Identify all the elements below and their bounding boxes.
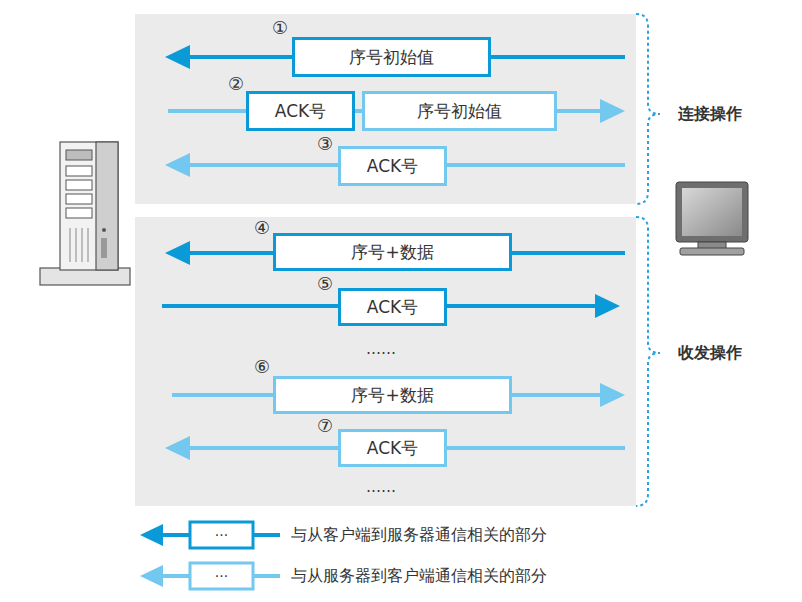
ellipsis: ……	[366, 478, 396, 496]
ack-box: ACK号	[246, 91, 355, 131]
data-box: 序号+数据	[273, 376, 512, 414]
box-text: 序号初始值	[349, 46, 434, 69]
ack-box: ACK号	[338, 429, 447, 467]
data-box: 序号+数据	[273, 233, 512, 271]
callout-number: ⑤	[317, 273, 333, 294]
callout-number: ⑦	[317, 415, 333, 436]
client-pc	[676, 182, 748, 255]
legend-text: 与从客户端到服务器通信相关的部分	[291, 525, 547, 546]
ack-box: ACK号	[338, 288, 447, 326]
transfer-panel	[135, 217, 636, 506]
sequence-box: 序号初始值	[362, 91, 557, 131]
group-label: 连接操作	[678, 104, 742, 125]
server-icon	[40, 142, 130, 285]
legend-dots: ···	[215, 527, 228, 543]
legend-dots: ···	[215, 568, 228, 584]
legend-text: 与从服务器到客户端通信相关的部分	[291, 566, 547, 587]
callout-number: ②	[228, 73, 244, 94]
box-text: 序号初始值	[417, 100, 502, 123]
box-text: 序号+数据	[351, 241, 433, 264]
brace	[636, 217, 660, 506]
sequence-box: 序号初始值	[292, 37, 491, 77]
legend-samples	[140, 522, 280, 589]
box-text: 序号+数据	[351, 384, 433, 407]
arrows	[162, 45, 625, 460]
callout-number: ⑥	[254, 356, 270, 377]
box-text: ACK号	[367, 155, 418, 178]
box-text: ACK号	[275, 100, 326, 123]
callout-number: ④	[254, 217, 270, 238]
box-text: ACK号	[367, 296, 418, 319]
connect-panel	[135, 14, 636, 204]
box-text: ACK号	[367, 437, 418, 460]
brace	[636, 14, 660, 204]
group-label: 收发操作	[678, 343, 742, 364]
callout-number: ①	[272, 17, 288, 38]
callout-number: ③	[317, 133, 333, 154]
ack-box: ACK号	[338, 146, 447, 186]
ellipsis: ……	[366, 340, 396, 358]
